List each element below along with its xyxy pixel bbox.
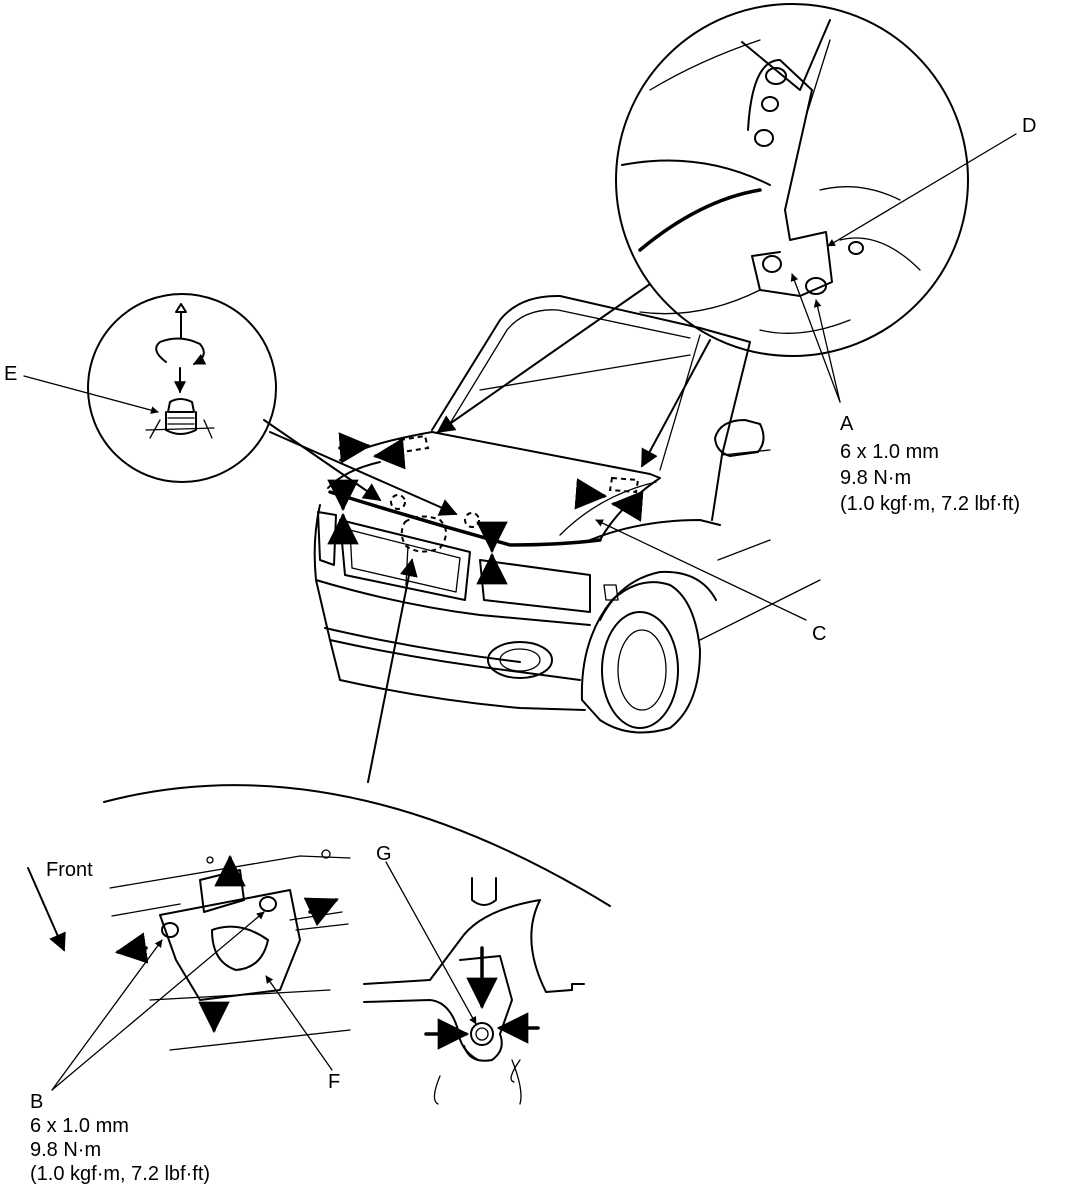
label-d: D (1022, 115, 1036, 137)
label-a-spec-2: 9.8 N·m (840, 467, 911, 489)
label-f: F (328, 1071, 340, 1093)
latch-detail-callout (27, 558, 611, 1051)
label-b-spec-2: 9.8 N·m (30, 1139, 101, 1161)
label-e: E (4, 363, 17, 385)
hood-bumper-detail-callout (87, 293, 277, 483)
label-a-spec-3: (1.0 kgf·m, 7.2 lbf·ft) (840, 493, 1020, 515)
label-g: G (376, 843, 392, 865)
hinge-detail-callout (615, 3, 969, 357)
label-b: B (30, 1091, 43, 1113)
label-a-spec-1: 6 x 1.0 mm (840, 441, 939, 463)
striker-detail (363, 877, 585, 1105)
label-c: C (812, 623, 826, 645)
label-a: A (840, 413, 854, 435)
label-front: Front (46, 859, 93, 881)
vehicle (313, 294, 821, 734)
label-b-spec-1: 6 x 1.0 mm (30, 1115, 129, 1137)
hood-adjust-arrows (327, 432, 644, 585)
label-b-spec-3: (1.0 kgf·m, 7.2 lbf·ft) (30, 1163, 210, 1185)
